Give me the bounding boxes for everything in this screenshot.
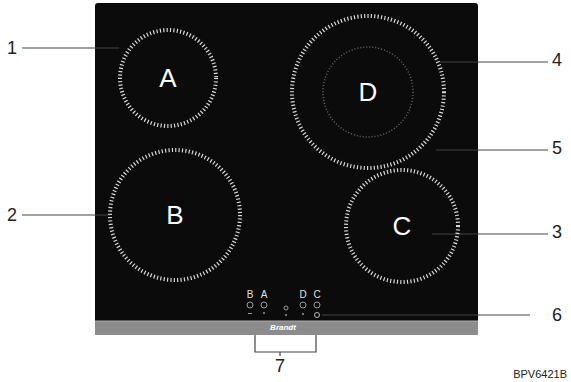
cooking-zone: C	[343, 167, 461, 285]
zone-letter: B	[166, 202, 183, 228]
callout-number: 7	[275, 357, 285, 375]
cooking-zone: B	[107, 147, 243, 283]
brand-logo: Brandt	[270, 324, 296, 332]
zone-letter: C	[393, 213, 412, 239]
model-number: BPV6421B	[513, 369, 567, 380]
control-letter: B	[247, 290, 254, 300]
callout-number: 2	[7, 206, 17, 224]
callout-number: 5	[552, 139, 562, 157]
callout-number: 1	[7, 39, 17, 57]
cooking-zone: D	[289, 13, 447, 171]
control-letter: C	[313, 290, 320, 300]
zone-letter: A	[159, 65, 176, 91]
cooking-zone: A	[117, 27, 219, 129]
zone-letter: D	[359, 79, 378, 105]
control-letter: D	[299, 290, 306, 300]
callout-number: 3	[552, 223, 562, 241]
callout-number: 4	[552, 51, 562, 69]
callout-number: 6	[552, 306, 562, 324]
control-letter: A	[261, 290, 268, 300]
